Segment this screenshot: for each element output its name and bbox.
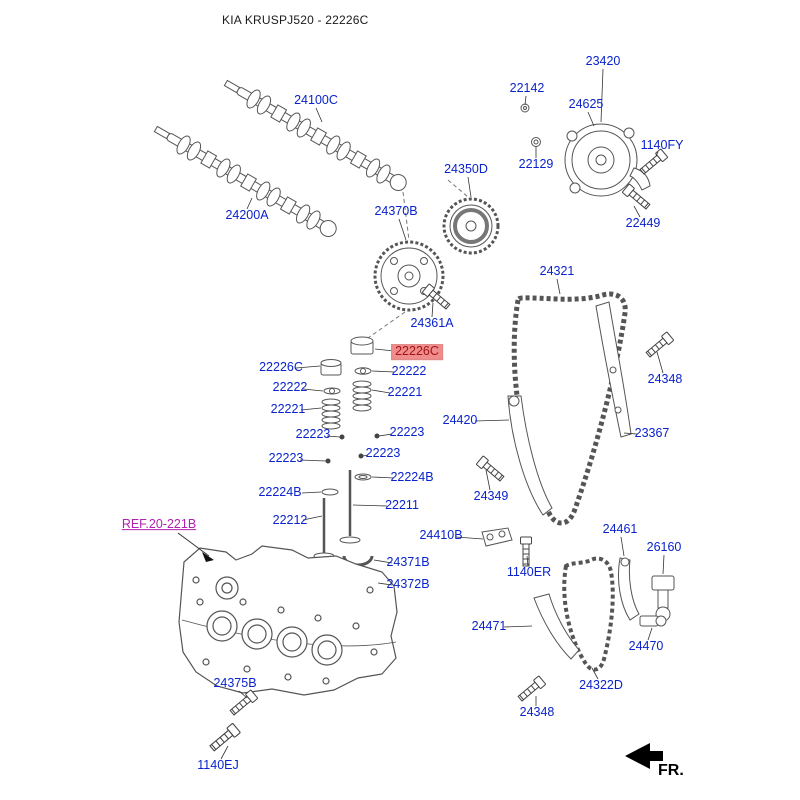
part-label-26160[interactable]: 26160 [646, 540, 682, 555]
bearing-shells-drawing [342, 555, 378, 591]
cvvt-gear-24370b-drawing [373, 240, 445, 312]
camshaft-exhaust-drawing [150, 119, 341, 242]
part-label-22223[interactable]: 22223 [389, 425, 425, 440]
part-label-24349[interactable]: 24349 [473, 489, 509, 504]
part-label-24322d[interactable]: 24322D [579, 678, 623, 693]
part-label-24200a[interactable]: 24200A [225, 208, 269, 223]
part-label-24350d[interactable]: 24350D [444, 162, 488, 177]
timing-chain-24321-drawing [511, 291, 628, 526]
part-label-22222[interactable]: 22222 [272, 380, 308, 395]
part-label-24461[interactable]: 24461 [602, 522, 638, 537]
part-label-22222[interactable]: 22222 [391, 364, 427, 379]
tensioner-24470-drawing [639, 615, 667, 627]
tensioner-arm-24461-drawing [617, 557, 640, 621]
cylinder-head-drawing [178, 545, 398, 696]
part-label-23420[interactable]: 23420 [585, 54, 621, 69]
chain-24322d-drawing [562, 556, 615, 672]
part-label-24471[interactable]: 24471 [471, 619, 507, 634]
part-label-22224b[interactable]: 22224B [258, 485, 302, 500]
part-label-22221[interactable]: 22221 [270, 402, 306, 417]
fr-direction-label: FR. [658, 762, 684, 779]
part-label-22212[interactable]: 22212 [272, 513, 308, 528]
chain-guide-24471-drawing [533, 593, 580, 660]
ref-arrow [177, 532, 214, 562]
part-label-1140er[interactable]: 1140ER [506, 565, 552, 580]
part-label-22226c[interactable]: 22226C [259, 360, 303, 375]
part-label-22223[interactable]: 22223 [295, 427, 331, 442]
part-label-24372b[interactable]: 24372B [386, 577, 430, 592]
chain-guide-23367-drawing [595, 301, 632, 438]
part-label-22449[interactable]: 22449 [625, 216, 661, 231]
part-label-24370b[interactable]: 24370B [374, 204, 418, 219]
part-label-22223[interactable]: 22223 [268, 451, 304, 466]
ref-label[interactable]: REF.20-221B [121, 517, 197, 532]
part-label-24420[interactable]: 24420 [442, 413, 478, 428]
part-label-23367[interactable]: 23367 [634, 426, 670, 441]
part-label-24470[interactable]: 24470 [628, 639, 664, 654]
part-label-1140fy[interactable]: 1140FY [640, 138, 684, 153]
valve-parts-right-drawing [339, 336, 374, 544]
part-label-22221[interactable]: 22221 [387, 385, 423, 400]
part-label-22142[interactable]: 22142 [509, 81, 545, 96]
part-label-24625[interactable]: 24625 [568, 97, 604, 112]
part-label-22129[interactable]: 22129 [518, 157, 554, 172]
part-label-22226c[interactable]: 22226C [391, 344, 443, 360]
part-label-24348[interactable]: 24348 [647, 372, 683, 387]
part-label-24321[interactable]: 24321 [539, 264, 575, 279]
part-label-22211[interactable]: 22211 [385, 498, 419, 513]
part-label-24410b[interactable]: 24410B [419, 528, 463, 543]
nut-22129-drawing [531, 137, 541, 147]
page-title: KIA KRUSPJ520 - 22226C [222, 13, 369, 27]
part-label-24100c[interactable]: 24100C [294, 93, 338, 108]
tensioner-26160-drawing [651, 575, 675, 622]
bracket-24410b-drawing [481, 527, 513, 547]
pump-23420-drawing [564, 123, 651, 197]
part-label-1140ej[interactable]: 1140EJ [197, 758, 239, 773]
part-label-22224b[interactable]: 22224B [390, 470, 434, 485]
part-label-24371b[interactable]: 24371B [386, 555, 430, 570]
part-label-24361a[interactable]: 24361A [410, 316, 454, 331]
valve-parts-left-drawing [313, 359, 342, 560]
part-label-22223[interactable]: 22223 [365, 446, 401, 461]
washer-22142-drawing [520, 103, 530, 113]
tensioner-arm-24420-drawing [507, 395, 553, 516]
part-label-24348[interactable]: 24348 [519, 705, 555, 720]
gear-24350d-drawing [442, 197, 500, 255]
part-label-24375b[interactable]: 24375B [213, 676, 257, 691]
